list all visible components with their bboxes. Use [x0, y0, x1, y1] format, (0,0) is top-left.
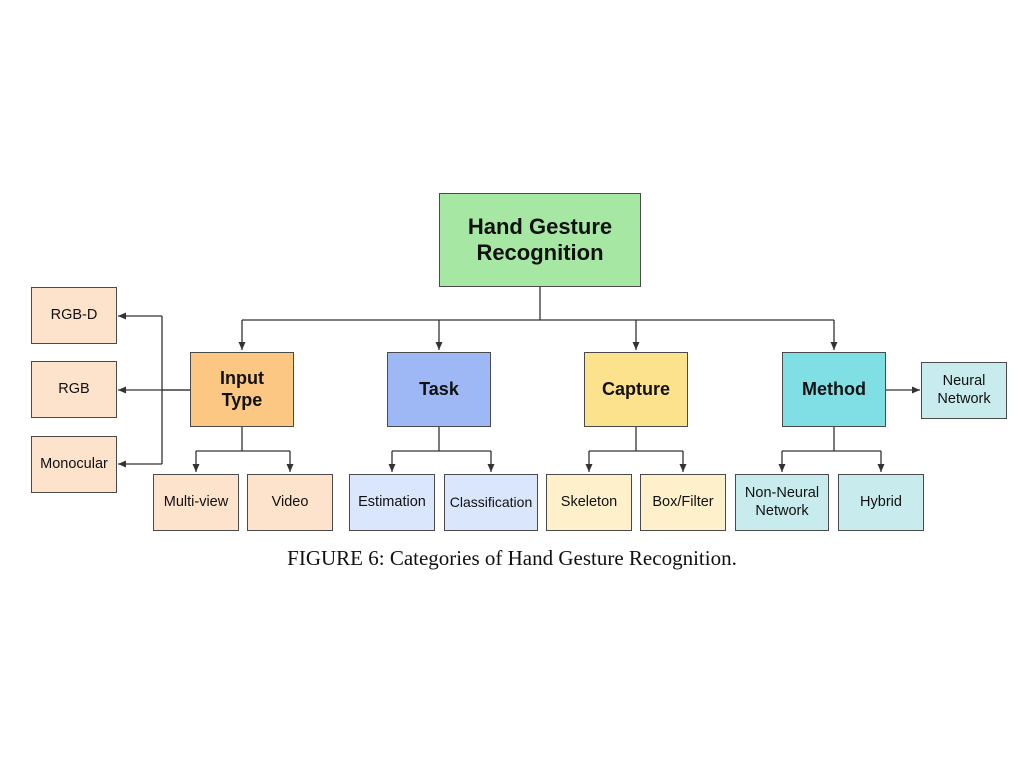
- node-capture: Capture: [584, 352, 688, 427]
- node-input-type-label-line2: Type: [221, 389, 263, 410]
- node-hand-gesture-recognition: Hand Gesture Recognition: [439, 193, 641, 287]
- node-monocular-label: Monocular: [40, 455, 108, 472]
- node-root-label-line2: Recognition: [476, 240, 604, 265]
- node-multi-view-label: Multi-view: [163, 493, 229, 510]
- node-estimation-label: Estimation: [358, 493, 426, 510]
- node-multi-view: Multi-view: [153, 474, 239, 531]
- node-box-filter: Box/Filter: [640, 474, 726, 531]
- node-neural-label-line2: Network: [937, 390, 991, 407]
- node-video-label: Video: [271, 493, 309, 510]
- node-monocular: Monocular: [31, 436, 117, 493]
- node-hybrid: Hybrid: [838, 474, 924, 531]
- node-box-filter-label: Box/Filter: [652, 493, 714, 510]
- node-rgb-label: RGB: [58, 380, 90, 397]
- figure-caption: FIGURE 6: Categories of Hand Gesture Rec…: [287, 546, 737, 570]
- node-classification-label: Classification: [449, 494, 533, 511]
- node-estimation: Estimation: [349, 474, 435, 531]
- node-non-neural-label-line2: Network: [755, 502, 809, 519]
- node-rgb-d-label: RGB-D: [50, 306, 98, 323]
- node-classification: Classification: [444, 474, 538, 531]
- node-input-type: Input Type: [190, 352, 294, 427]
- node-capture-label: Capture: [601, 378, 670, 399]
- node-neural-network: Neural Network: [921, 362, 1007, 419]
- node-skeleton: Skeleton: [546, 474, 632, 531]
- node-neural-label-line1: Neural: [942, 373, 986, 390]
- node-task-label: Task: [419, 378, 459, 399]
- node-rgb: RGB: [31, 361, 117, 418]
- node-root-label-line1: Hand Gesture: [467, 213, 613, 239]
- node-non-neural-label-line1: Non-Neural: [744, 485, 820, 502]
- node-non-neural-network: Non-Neural Network: [735, 474, 829, 531]
- node-task: Task: [387, 352, 491, 427]
- node-skeleton-label: Skeleton: [560, 493, 618, 510]
- node-input-type-label-line1: Input: [220, 367, 264, 388]
- node-method: Method: [782, 352, 886, 427]
- node-rgb-d: RGB-D: [31, 287, 117, 344]
- node-hybrid-label: Hybrid: [860, 493, 902, 510]
- node-video: Video: [247, 474, 333, 531]
- node-method-label: Method: [802, 378, 866, 399]
